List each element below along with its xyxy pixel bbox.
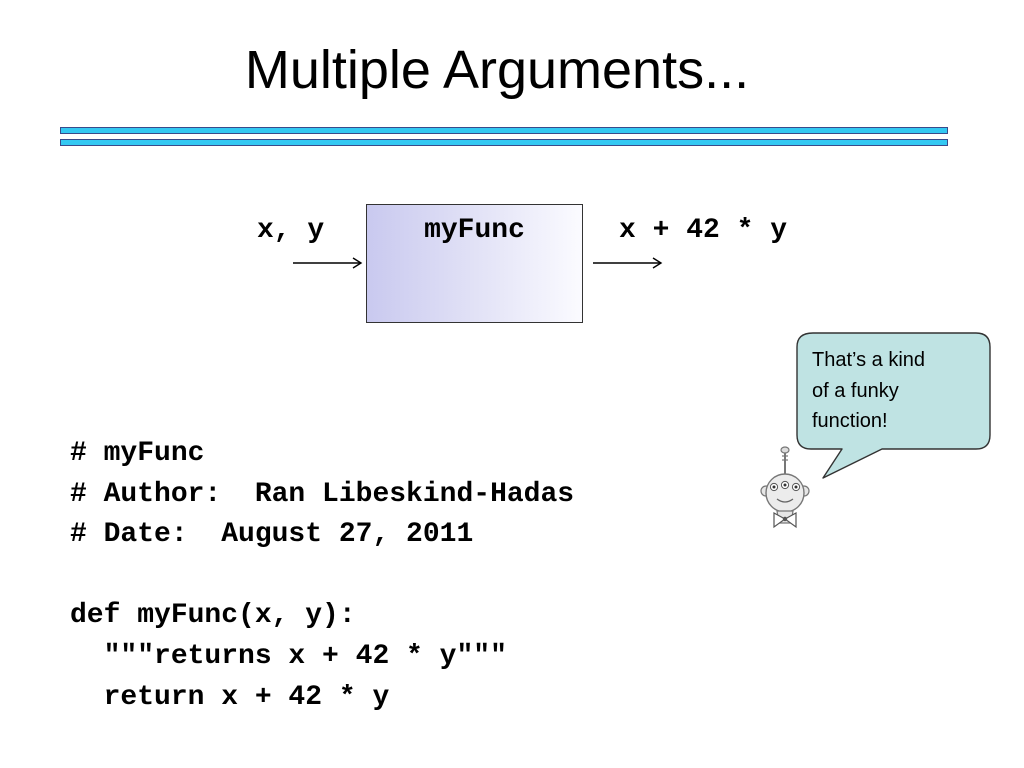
code-line: """returns x + 42 * y""" — [70, 640, 507, 672]
speech-bubble-line: of a funky — [812, 379, 899, 402]
right-arrow-icon — [593, 257, 663, 269]
speech-bubble-text: That’s a kind of a funky function! — [812, 345, 984, 437]
speech-bubble-line: function! — [812, 410, 888, 432]
function-name: myFunc — [424, 215, 525, 246]
code-line: return x + 42 * y — [70, 681, 390, 713]
title-underline-top — [60, 127, 948, 134]
alien-icon — [760, 446, 810, 529]
code-line: def myFunc(x, y): — [70, 600, 356, 632]
right-arrow-icon — [293, 257, 363, 269]
code-line: # myFunc — [70, 438, 205, 469]
code-line — [70, 556, 574, 597]
speech-bubble — [796, 332, 991, 479]
title-underline-bottom — [60, 139, 948, 146]
function-box: myFunc — [366, 204, 583, 323]
code-line: # Date: August 27, 2011 — [70, 519, 474, 551]
output-label: x + 42 * y — [619, 215, 788, 246]
code-line: # Author: Ran Libeskind-Hadas — [70, 478, 575, 510]
speech-bubble-line: That’s a kind — [812, 349, 926, 371]
input-label: x, y — [257, 215, 325, 246]
slide-title: Multiple Arguments... — [244, 40, 750, 100]
code-block: # myFunc # Author: Ran Libeskind-Hadas #… — [70, 434, 574, 718]
